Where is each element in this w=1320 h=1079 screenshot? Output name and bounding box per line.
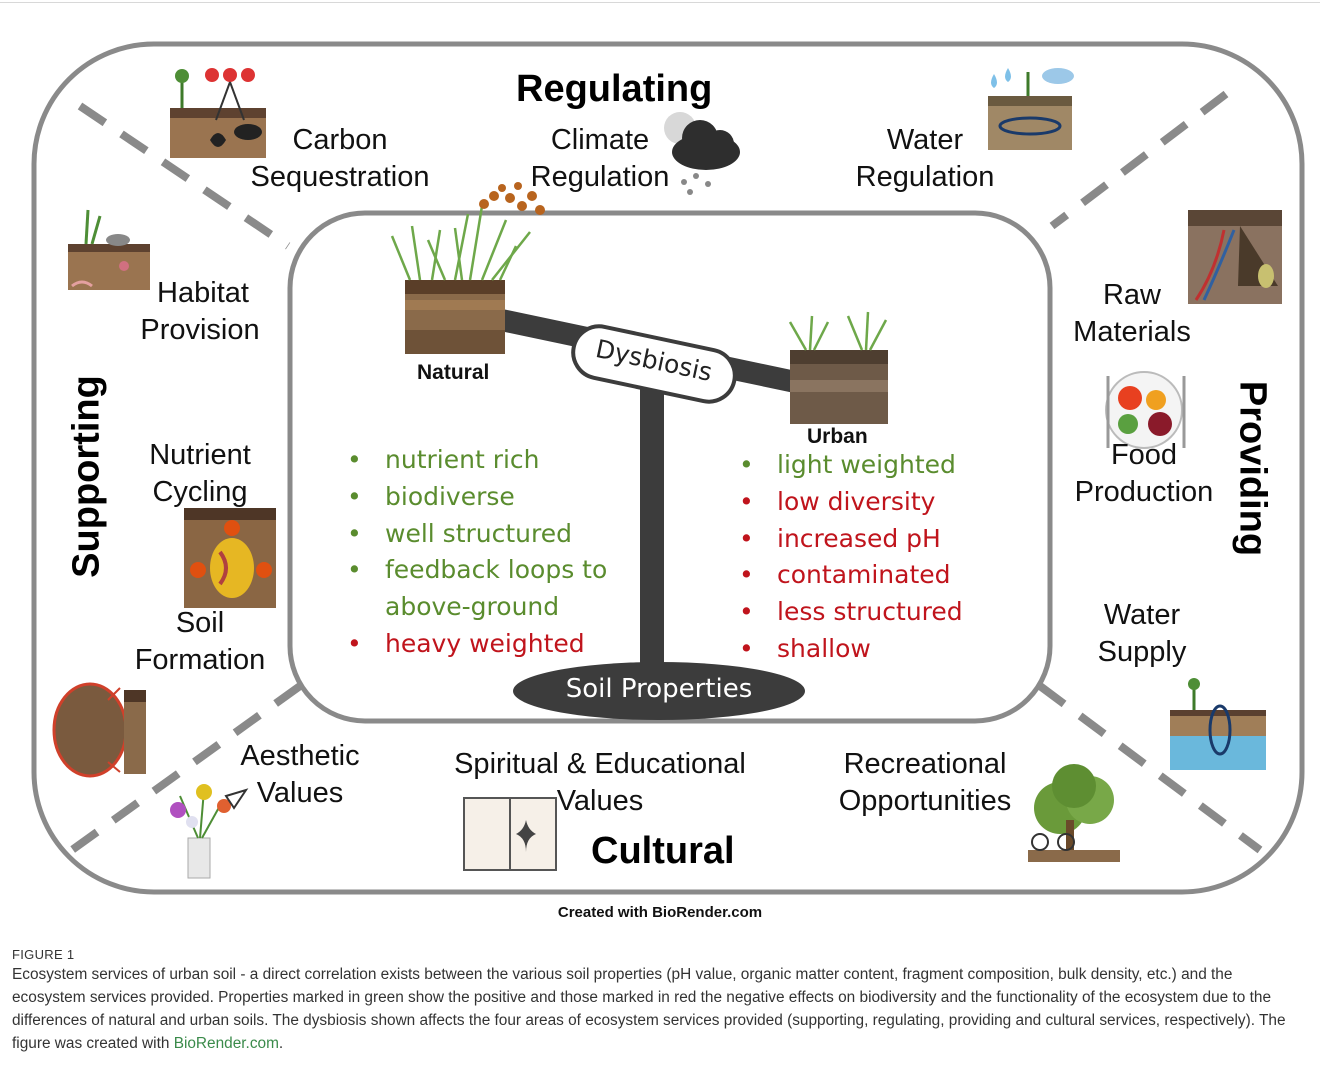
- figure-label: FIGURE 1: [12, 947, 75, 962]
- property-item: contaminated: [739, 557, 963, 594]
- open-book-icon: [463, 797, 557, 871]
- service-label-line: Materials: [1073, 316, 1191, 348]
- service-label-line: Values: [556, 785, 644, 817]
- property-item: light weighted: [739, 447, 963, 484]
- natural-soil-icon: [390, 182, 545, 354]
- service-label-line: Sequestration: [250, 161, 430, 193]
- property-item: heavy weighted: [347, 626, 607, 663]
- service-label-line: Production: [1074, 476, 1214, 508]
- biorender-link[interactable]: BioRender.com: [173, 1035, 279, 1052]
- service-label-line: Values: [256, 777, 344, 809]
- service-habitat-provision: Habitat Provision: [120, 275, 280, 349]
- service-label-line: Habitat: [157, 277, 249, 309]
- service-nutrient-cycling: Nutrient Cycling: [130, 437, 270, 511]
- urban-label: Urban: [807, 425, 868, 448]
- service-spiritual-educational: Spiritual & Educational Values: [410, 746, 790, 820]
- service-aesthetic-values: Aesthetic Values: [220, 738, 380, 812]
- service-label-line: Provision: [140, 314, 260, 346]
- service-recreational: Recreational Opportunities: [810, 746, 1040, 820]
- figure-caption: Ecosystem services of urban soil - a dir…: [12, 963, 1308, 1055]
- service-water-supply: Water Supply: [1072, 597, 1212, 671]
- habitat-soil-icon: [68, 209, 150, 290]
- property-item: less structured: [739, 594, 963, 631]
- ecosystem-diagram: [31, 41, 1305, 895]
- service-label-line: Supply: [1097, 636, 1187, 668]
- property-item: biodiverse: [347, 479, 607, 516]
- soil-properties-base: [513, 662, 805, 720]
- dysbiosis-balance: [489, 307, 805, 720]
- biorender-credit: Created with BioRender.com: [557, 904, 763, 921]
- service-label-line: Water: [886, 124, 964, 156]
- dysbiosis-pill: [571, 324, 737, 404]
- property-item: shallow: [739, 631, 963, 668]
- soil-formation-icon: [52, 682, 146, 778]
- service-food-production: Food Production: [1064, 437, 1224, 511]
- carbon-soil-icon: [170, 68, 266, 158]
- category-providing: Providing: [1231, 380, 1274, 557]
- natural-label: Natural: [417, 361, 490, 384]
- flowers-vase-icon: [170, 784, 231, 879]
- property-item: feedback loops to: [347, 552, 607, 589]
- service-label-line: Formation: [134, 644, 266, 676]
- inner-frame: [287, 210, 1053, 724]
- category-supporting: Supporting: [65, 375, 108, 578]
- service-label-line: Recreational: [843, 748, 1007, 780]
- service-carbon-sequestration: Carbon Sequestration: [240, 122, 440, 196]
- service-soil-formation: Soil Formation: [120, 605, 280, 679]
- service-label-line: Spiritual & Educational: [454, 748, 746, 780]
- caption-end: .: [278, 1035, 284, 1052]
- service-label-line: Regulation: [530, 161, 670, 193]
- service-label-line: Food: [1110, 439, 1178, 471]
- service-label-line: Opportunities: [838, 785, 1012, 817]
- service-label-line: Nutrient: [149, 439, 251, 471]
- raw-materials-icon: [1188, 210, 1282, 304]
- service-label-line: Cycling: [152, 476, 248, 508]
- aesthetic-pointer-icon: [224, 788, 249, 810]
- soil-properties-label: Soil Properties: [565, 674, 753, 704]
- property-item: nutrient rich: [347, 442, 607, 479]
- service-label-line: Aesthetic: [240, 740, 360, 772]
- service-raw-materials: Raw Materials: [1062, 277, 1202, 351]
- scale-post: [640, 382, 664, 672]
- service-label-line: Soil: [175, 607, 225, 639]
- nutrient-cycle-icon: [184, 508, 276, 608]
- urban-properties-list: light weightedlow diversityincreased pHc…: [739, 447, 963, 668]
- property-item: above-ground: [385, 592, 560, 622]
- water-regulation-icon: [988, 68, 1074, 150]
- service-label-line: Carbon: [292, 124, 388, 156]
- outer-frame: [31, 41, 1305, 895]
- urban-soil-icon: [788, 311, 888, 424]
- food-plate-icon: [1105, 371, 1186, 449]
- service-climate-regulation: Climate Regulation: [520, 122, 680, 196]
- natural-properties-list: nutrient richbiodiversewell structuredfe…: [347, 442, 607, 663]
- service-label-line: Regulation: [855, 161, 995, 193]
- category-cultural: Cultural: [591, 830, 735, 872]
- service-label-line: Climate: [550, 124, 650, 156]
- caption-text: Ecosystem services of urban soil - a dir…: [12, 966, 1286, 1052]
- property-item: increased pH: [739, 521, 963, 558]
- property-item: well structured: [347, 516, 607, 553]
- category-regulating: Regulating: [516, 68, 713, 110]
- park-tree-icon: [1028, 764, 1120, 862]
- service-label-line: Water: [1103, 599, 1181, 631]
- quadrant-dividers: [69, 90, 1263, 854]
- climate-cloud-icon: [664, 112, 740, 195]
- top-divider: [0, 2, 1320, 3]
- water-supply-icon: [1170, 678, 1266, 770]
- service-water-regulation: Water Regulation: [840, 122, 1010, 196]
- service-label-line: Raw: [1102, 279, 1161, 311]
- property-item: low diversity: [739, 484, 963, 521]
